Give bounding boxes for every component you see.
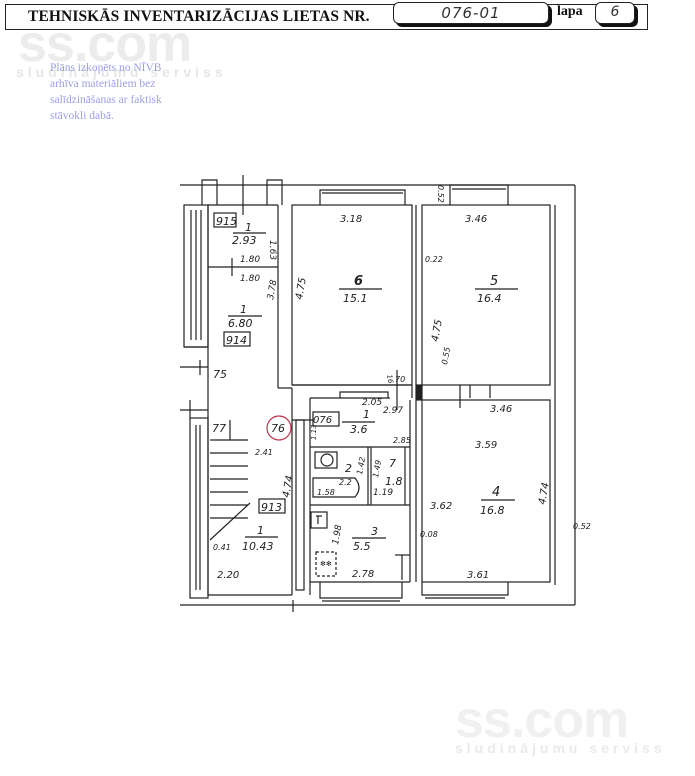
- svg-text:3: 3: [371, 525, 378, 538]
- svg-text:1: 1: [257, 524, 264, 537]
- tag-913: 913: [261, 501, 282, 514]
- svg-text:16: 16: [385, 374, 395, 385]
- watermark-tagline-top: sludinājumu serviss: [16, 64, 227, 80]
- stamp-line: arhīva materiāliem bez: [50, 78, 156, 90]
- room-4-number: 4: [492, 485, 500, 500]
- svg-text:1.19: 1.19: [373, 488, 393, 498]
- svg-text:3.18: 3.18: [340, 214, 362, 225]
- svg-text:0.52: 0.52: [436, 185, 445, 203]
- area-915: 2.93: [232, 234, 257, 247]
- svg-text:1.63: 1.63: [267, 240, 277, 260]
- svg-text:1.42: 1.42: [355, 456, 367, 475]
- room-4-area: 16.8: [480, 504, 505, 517]
- stamp-line: stāvokli dabā.: [50, 110, 114, 122]
- svg-text:1: 1: [245, 221, 252, 234]
- svg-text:2.05: 2.05: [362, 398, 382, 408]
- svg-text:2.78: 2.78: [352, 569, 374, 580]
- case-number-box: 076-01: [393, 2, 549, 24]
- watermark-tagline-bottom: sludinājumu serviss: [455, 740, 666, 756]
- svg-text:2.41: 2.41: [255, 448, 273, 457]
- svg-text:0.41: 0.41: [213, 543, 231, 552]
- svg-text:4.75: 4.75: [430, 319, 445, 343]
- svg-text:1.58: 1.58: [317, 488, 335, 497]
- svg-text:1.49: 1.49: [371, 459, 383, 478]
- svg-text:1.80: 1.80: [240, 255, 260, 265]
- svg-text:76: 76: [271, 422, 285, 435]
- svg-text:4.74: 4.74: [537, 482, 552, 506]
- svg-text:7: 7: [389, 457, 396, 470]
- svg-text:75: 75: [213, 368, 227, 381]
- document-header: TEHNISKĀS INVENTARIZĀCIJAS LIETAS NR.: [5, 4, 648, 30]
- stamp-line: salīdzināšanas ar faktisk: [50, 94, 162, 106]
- svg-text:3.61: 3.61: [467, 570, 489, 581]
- svg-text:✻✻: ✻✻: [320, 560, 332, 568]
- room-6-area: 15.1: [343, 292, 368, 305]
- archive-stamp: Plāns izkopēts no NĪVB arhīva materiālie…: [50, 60, 162, 124]
- svg-text:77: 77: [212, 422, 226, 435]
- kitchen-area: 5.5: [353, 540, 371, 553]
- area-913: 10.43: [242, 540, 274, 553]
- svg-text:1: 1: [240, 303, 247, 316]
- page-number-box: 6: [595, 2, 635, 24]
- tag-915: 915: [216, 215, 237, 228]
- case-number: 076-01: [441, 4, 501, 22]
- svg-text:3.46: 3.46: [465, 214, 487, 225]
- svg-text:1.98: 1.98: [331, 524, 344, 546]
- area-914: 6.80: [228, 317, 253, 330]
- svg-text:1.80: 1.80: [240, 274, 260, 284]
- svg-text:3.78: 3.78: [266, 279, 279, 301]
- svg-text:0.52: 0.52: [573, 522, 591, 531]
- room-5-number: 5: [490, 274, 498, 289]
- svg-text:0.22: 0.22: [425, 255, 443, 264]
- room-5-area: 16.4: [477, 292, 502, 305]
- svg-text:2: 2: [345, 462, 352, 475]
- svg-text:2.20: 2.20: [217, 570, 239, 581]
- svg-text:2.97: 2.97: [383, 406, 403, 416]
- stamp-line: Plāns izkopēts no NĪVB: [50, 62, 162, 74]
- page-label: lapa: [557, 4, 583, 19]
- svg-text:0.55: 0.55: [440, 346, 452, 365]
- svg-text:3.46: 3.46: [490, 404, 512, 415]
- svg-text:4.74: 4.74: [281, 475, 296, 499]
- svg-text:1: 1: [363, 408, 370, 421]
- header-title: TEHNISKĀS INVENTARIZĀCIJAS LIETAS NR.: [28, 8, 370, 25]
- svg-text:3.62: 3.62: [430, 501, 452, 512]
- svg-text:70: 70: [395, 375, 405, 384]
- tag-914: 914: [226, 334, 247, 347]
- svg-text:2.2: 2.2: [339, 478, 352, 487]
- room-6-number: 6: [354, 274, 363, 289]
- svg-text:1.13: 1.13: [310, 424, 318, 440]
- svg-text:1.8: 1.8: [385, 475, 403, 488]
- hall-area: 3.6: [350, 423, 368, 436]
- apt-tag: 076: [313, 415, 332, 426]
- svg-text:4.75: 4.75: [294, 277, 309, 301]
- svg-text:0.08: 0.08: [420, 530, 438, 539]
- svg-text:2.85: 2.85: [393, 436, 411, 445]
- watermark-logo-bottom: ss.com: [455, 691, 629, 749]
- svg-text:3.59: 3.59: [475, 440, 497, 451]
- page-number: 6: [610, 4, 620, 20]
